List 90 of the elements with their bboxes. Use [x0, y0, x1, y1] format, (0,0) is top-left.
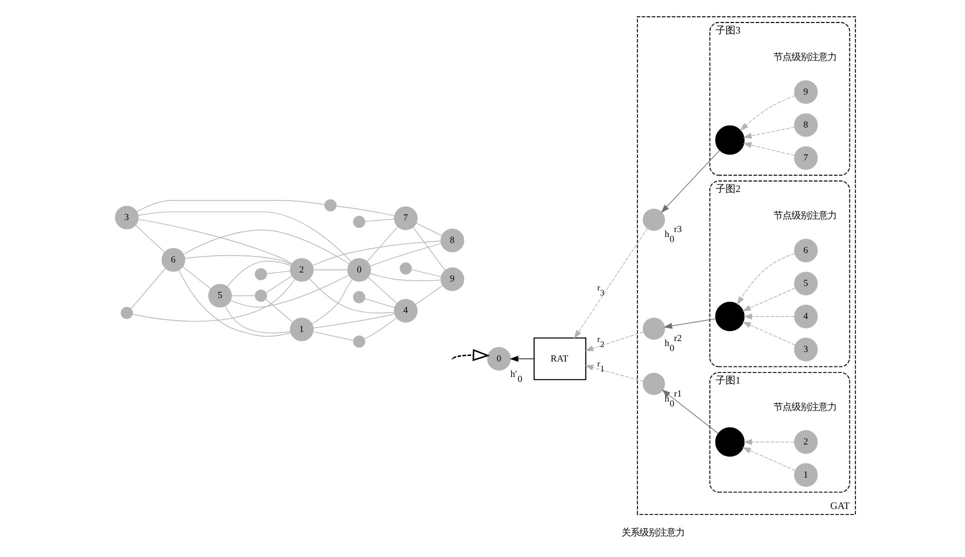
arrow	[743, 438, 795, 446]
node-circle: 5	[208, 284, 232, 308]
label: 关系级别注意力	[622, 528, 685, 539]
arrow	[574, 228, 648, 339]
node-circle: 0	[347, 258, 371, 282]
connector	[230, 274, 350, 308]
node-circle	[120, 306, 133, 320]
connector	[226, 260, 292, 287]
label: 节点级别注意力	[774, 53, 837, 64]
node-circle: 0	[487, 346, 511, 371]
node-circle	[324, 199, 337, 212]
arrow	[743, 126, 795, 139]
connector	[132, 279, 296, 322]
connector	[412, 226, 446, 271]
connector	[364, 317, 397, 340]
arrow	[742, 447, 796, 471]
node-circle: 3	[114, 206, 139, 230]
connector	[364, 218, 394, 222]
node-circle: 1	[794, 463, 818, 487]
connector	[309, 278, 395, 314]
connector	[266, 276, 292, 294]
connector	[368, 276, 398, 304]
arrow	[452, 349, 490, 362]
node-circle: 6	[162, 248, 186, 272]
arrow	[660, 150, 720, 213]
node-circle	[715, 427, 745, 457]
node-circle	[400, 262, 412, 275]
node-circle: 2	[794, 430, 818, 454]
node-circle: 7	[394, 206, 418, 230]
node-circle	[254, 290, 267, 302]
connector	[415, 285, 444, 305]
node-box: RAT	[534, 337, 586, 380]
connector	[224, 306, 291, 334]
arrow	[584, 364, 644, 382]
node-circle	[642, 318, 665, 340]
connector	[130, 268, 166, 310]
node-circle: 6	[794, 238, 818, 262]
node-circle: 9	[794, 80, 818, 104]
node-circle: 3	[794, 338, 818, 362]
connector	[416, 222, 442, 236]
node-circle	[715, 302, 745, 332]
node-circle: 4	[394, 298, 418, 323]
node-circle: 4	[794, 304, 818, 328]
node-circle: 8	[440, 228, 464, 252]
connector	[183, 230, 350, 264]
connector	[336, 206, 395, 216]
node-circle	[353, 291, 366, 304]
connector	[231, 295, 256, 296]
arrow	[662, 390, 719, 434]
arrow	[743, 314, 795, 320]
node-circle: 2	[290, 258, 314, 282]
arrow	[742, 288, 796, 312]
node-circle: 8	[794, 113, 818, 137]
node-circle: 5	[794, 272, 818, 296]
arrow	[740, 95, 796, 131]
connector	[312, 331, 354, 341]
connector	[265, 298, 294, 323]
connector	[182, 266, 211, 290]
node-circle: 7	[794, 146, 818, 170]
connector	[364, 298, 395, 308]
connector	[370, 243, 442, 266]
connector	[184, 255, 292, 265]
node-circle: 1	[290, 318, 314, 342]
node-circle	[353, 336, 366, 348]
connector	[312, 313, 395, 328]
node-circle	[353, 216, 366, 228]
node-circle: 9	[440, 267, 464, 292]
connector	[178, 270, 292, 337]
node-circle	[642, 372, 665, 396]
label: 节点级别注意力	[774, 212, 837, 222]
connector	[136, 200, 326, 212]
node-circle	[715, 125, 745, 155]
node-circle	[642, 208, 665, 231]
arrow	[736, 253, 795, 306]
arrow	[743, 142, 795, 156]
connector	[135, 224, 165, 253]
connector	[266, 270, 291, 274]
connector	[370, 273, 442, 282]
connector	[411, 269, 442, 278]
label: 节点级别注意力	[774, 403, 837, 414]
node-circle	[254, 268, 267, 280]
connector	[366, 226, 398, 262]
arrow	[510, 356, 534, 362]
connector	[138, 211, 352, 262]
arrow	[742, 322, 796, 346]
connector	[138, 218, 292, 264]
arrow	[664, 318, 716, 329]
connector	[312, 278, 353, 324]
connector	[312, 240, 442, 266]
arrow	[584, 332, 644, 352]
